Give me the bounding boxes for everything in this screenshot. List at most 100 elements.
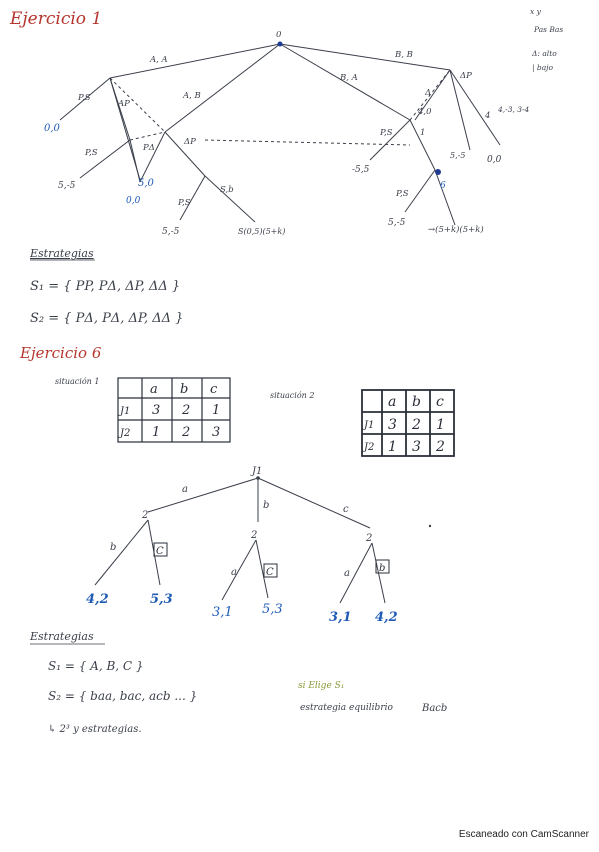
t2-row2-player: J2 bbox=[362, 442, 374, 453]
edge-ps3: P,S bbox=[177, 198, 191, 208]
payoff-55e: 5,-5 bbox=[388, 218, 406, 228]
ex1-legend: x y Pas Bas Δ: alto | bajo bbox=[530, 7, 563, 72]
ex6-table2-text: a b c J1 3 2 1 J2 1 3 2 bbox=[362, 394, 445, 455]
estrategias1-s1: S₁ = { PP, PΔ, ΔP, ΔΔ } bbox=[30, 279, 180, 294]
ex6-node-right: 2 bbox=[365, 533, 372, 544]
ex6-node-left: 2 bbox=[141, 510, 148, 521]
t1-head-a: a bbox=[150, 382, 158, 397]
ex6-boxed-labels bbox=[153, 542, 390, 578]
ex6-left-c: C bbox=[156, 546, 164, 557]
ex6-mid-c: C bbox=[266, 567, 274, 578]
ex6-pay1: 4,2 bbox=[86, 592, 109, 607]
ex1-tree-lines bbox=[59, 43, 501, 226]
ex6-table1 bbox=[117, 377, 231, 443]
ex6-pay4: 5,3 bbox=[262, 602, 283, 617]
payoff-55d: 5,-5 bbox=[450, 151, 465, 160]
t2-r1-a: 3 bbox=[388, 417, 397, 433]
ex1-title: Ejercicio 1 bbox=[9, 9, 102, 29]
t1-r2-a: 1 bbox=[152, 425, 160, 440]
t2-head-a: a bbox=[388, 394, 396, 410]
ex6-edge-b: b bbox=[263, 500, 269, 511]
ex6-left-b: b bbox=[110, 542, 116, 553]
edge-ps2: P,S bbox=[84, 148, 98, 158]
ex1-info-sets bbox=[109, 69, 451, 146]
payoff-d: 6 bbox=[440, 181, 446, 191]
payoff-45: 4,-3, 3-4 bbox=[497, 105, 530, 114]
estrategias2-s1: S₁ = { A, B, C } bbox=[48, 659, 144, 673]
payoff-00b: 0,0 bbox=[126, 196, 141, 206]
legend-alto: Δ: alto bbox=[531, 49, 557, 58]
ex6-boxed-text: C C b bbox=[156, 546, 385, 578]
ex6-edge-c: c bbox=[343, 504, 349, 515]
t1-r2-c: 3 bbox=[212, 425, 220, 440]
ex6-pay6: 4,2 bbox=[375, 610, 398, 625]
ex6-right-b: b bbox=[379, 563, 385, 574]
t2-row1-player: J1 bbox=[362, 420, 374, 431]
payoff-00c: 0,0 bbox=[487, 155, 502, 165]
side-note-circle: Bacb bbox=[421, 703, 447, 714]
ex1-root-node bbox=[277, 41, 283, 47]
edge-bb: B, B bbox=[394, 50, 413, 60]
ex6-pay5: 3,1 bbox=[329, 610, 352, 625]
edge-eff: 4,0 bbox=[417, 107, 432, 117]
ex1-right-node bbox=[435, 169, 441, 175]
edge-dp: ΔP bbox=[183, 137, 196, 147]
ex6-payoffs: 4,2 5,3 3,1 5,3 3,1 4,2 bbox=[86, 592, 398, 625]
ex6-root-node bbox=[256, 476, 260, 480]
ex6-sit2-label: situación 2 bbox=[270, 391, 314, 400]
edge-ps: P,S bbox=[77, 93, 91, 103]
ex6-sit1-label: situación 1 bbox=[55, 377, 99, 386]
ex1-payoffs: 0,0 5,-5 5,0 0,0 5,-5 S(0,5)(5+k) -5,5 5… bbox=[44, 105, 530, 237]
estrategias2-s2: S₂ = { baa, bac, acb ... } bbox=[48, 689, 197, 703]
t2-r1-c: 1 bbox=[436, 417, 445, 433]
edge-dp-right: ΔP bbox=[459, 71, 472, 81]
estrategias2-note: ↳ 2³ y estrategias. bbox=[48, 724, 142, 735]
edge-aa: A, A bbox=[149, 55, 168, 65]
ex6-pay2: 5,3 bbox=[150, 592, 173, 607]
estrategias2-title: Estrategias bbox=[29, 630, 94, 643]
side-note-1: si Elige S₁ bbox=[298, 681, 344, 691]
t1-r1-c: 1 bbox=[212, 403, 220, 418]
payoff-55c: -5,5 bbox=[352, 165, 370, 175]
edge-ba: B, A bbox=[339, 73, 358, 83]
ex6-root: J1 bbox=[250, 466, 262, 477]
legend-xy: x y bbox=[530, 7, 542, 16]
ex6-tree-lines bbox=[94, 477, 386, 604]
edge-delta-right: Δ bbox=[424, 88, 431, 98]
ex6-edge-a: a bbox=[182, 484, 188, 495]
ex1-root: 0 bbox=[276, 30, 282, 40]
t1-r1-b: 2 bbox=[181, 403, 190, 418]
t2-head-c: c bbox=[436, 394, 444, 410]
edge-ap: AP bbox=[117, 99, 130, 109]
payoff-00: 0,0 bbox=[44, 123, 61, 134]
payoff-sh: S(0,5)(5+k) bbox=[238, 227, 285, 236]
payoff-55b: 5,-5 bbox=[162, 227, 180, 237]
edge-ps5: P,S bbox=[395, 189, 409, 199]
estrategias1-title: Estrategias bbox=[29, 247, 94, 260]
legend-bajo: | bajo bbox=[532, 63, 554, 72]
ex6-node-mid: 2 bbox=[250, 530, 257, 541]
payoff-long: →(5+k)(5+k) bbox=[428, 224, 484, 235]
ex6-right-a: a bbox=[344, 568, 350, 579]
side-note-2: estrategia equilibrio bbox=[300, 703, 393, 713]
t2-r2-c: 2 bbox=[435, 439, 445, 455]
ex6-title: Ejercicio 6 bbox=[19, 344, 102, 362]
ex6-pay3: 3,1 bbox=[212, 605, 233, 620]
ex6-tree-labels: J1 a b c 2 2 2 b a a bbox=[110, 466, 372, 579]
t2-head-b: b bbox=[412, 394, 421, 410]
ex6-table1-text: a b c J1 3 2 1 J2 1 2 3 bbox=[118, 382, 220, 440]
edge-ps4: P,S bbox=[379, 128, 393, 138]
edge-x: 1 bbox=[420, 128, 425, 138]
t1-head-b: b bbox=[180, 382, 188, 397]
t2-r2-a: 1 bbox=[388, 439, 397, 455]
edge-sab: S,b bbox=[220, 185, 234, 195]
t1-row2-player: J2 bbox=[118, 428, 130, 439]
t1-row1-player: J1 bbox=[118, 406, 130, 417]
edge-y: 4 bbox=[484, 111, 490, 121]
legend-players: Pas Bas bbox=[533, 25, 563, 34]
ex6-stray-dot bbox=[428, 524, 432, 528]
t1-r1-a: 3 bbox=[152, 403, 160, 418]
payoff-55: 5,-5 bbox=[58, 181, 76, 191]
